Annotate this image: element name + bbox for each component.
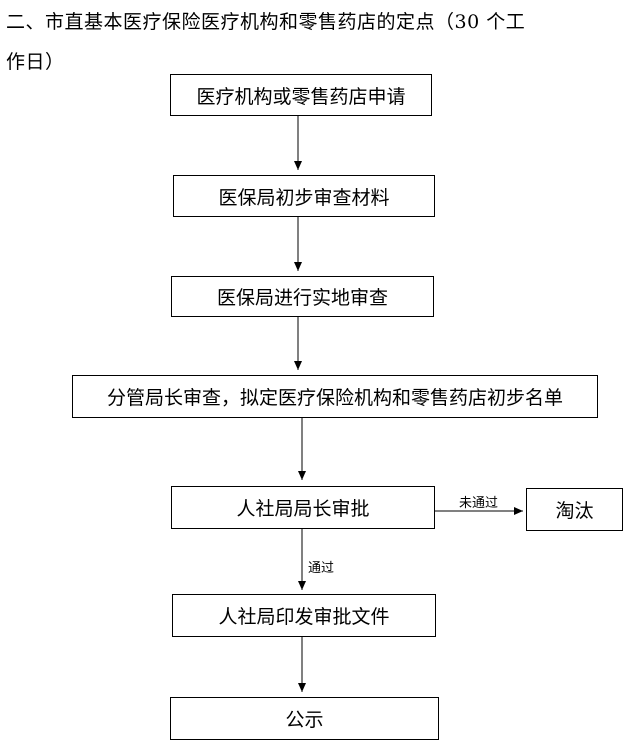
heading-line-2: 作日） bbox=[6, 51, 65, 73]
step-issue-document: 人社局印发审批文件 bbox=[172, 594, 436, 637]
step-deputy-review: 分管局长审查，拟定医疗保险机构和零售药店初步名单 bbox=[72, 375, 598, 418]
step-initial-review: 医保局初步审查材料 bbox=[173, 175, 435, 217]
step-director-approval: 人社局局长审批 bbox=[171, 486, 435, 529]
edge-label-not-passed: 未通过 bbox=[459, 496, 499, 511]
edge-label-passed: 通过 bbox=[308, 561, 335, 576]
step-publicize: 公示 bbox=[170, 697, 439, 740]
step-eliminated: 淘汰 bbox=[526, 488, 623, 531]
step-apply: 医疗机构或零售药店申请 bbox=[170, 74, 432, 116]
section-heading: 二、市直基本医疗保险医疗机构和零售药店的定点（30 个工 作日） bbox=[6, 2, 626, 82]
heading-line-1: 二、市直基本医疗保险医疗机构和零售药店的定点（30 个工 bbox=[6, 11, 526, 33]
step-site-inspection: 医保局进行实地审查 bbox=[171, 276, 434, 317]
